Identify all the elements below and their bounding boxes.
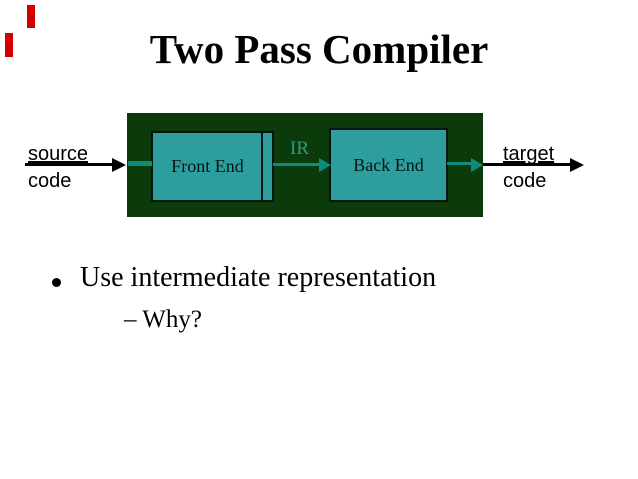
- page-title: Two Pass Compiler: [149, 26, 489, 72]
- red-accent-bar-bottom: [5, 33, 13, 57]
- target-arrow-line: [483, 163, 571, 166]
- source-arrow-head-icon: [112, 158, 126, 172]
- bullet-item-text: Use intermediate representation: [80, 262, 437, 293]
- target-code-label-line1: target: [503, 143, 555, 165]
- sub-bullet-item-text: – Why?: [124, 306, 202, 333]
- ir-arrow-head-icon: [319, 158, 331, 172]
- source-arrow-line: [25, 163, 113, 166]
- red-accent-bar-top: [27, 5, 35, 28]
- front-end-box: Front End: [151, 131, 274, 202]
- bullet-dot: [52, 278, 61, 287]
- output-connector-head-icon: [471, 158, 483, 172]
- ir-label: IR: [290, 138, 309, 159]
- target-code-label: target code: [503, 141, 554, 195]
- back-end-box: Back End: [329, 128, 448, 202]
- front-end-label: Front End: [171, 156, 244, 176]
- source-code-label-line1: source: [28, 143, 89, 165]
- back-end-label: Back End: [353, 154, 424, 175]
- front-end-divider: [261, 133, 263, 200]
- input-connector-line: [128, 161, 152, 166]
- target-code-label-line2: code: [503, 170, 547, 192]
- ir-arrow-line: [273, 163, 320, 166]
- target-arrow-head-icon: [570, 158, 584, 172]
- output-connector-line: [447, 162, 472, 165]
- source-code-label: source code: [28, 141, 88, 195]
- source-code-label-line2: code: [28, 170, 72, 192]
